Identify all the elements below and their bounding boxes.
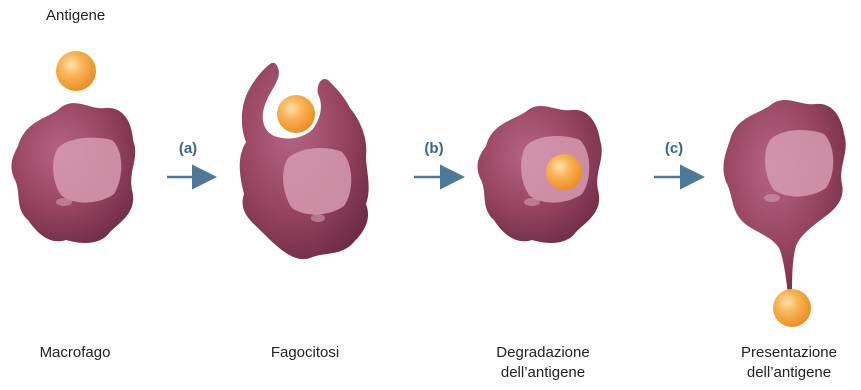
antigen-presented [773,289,811,327]
stage-1-label: Macrofago [20,343,130,363]
phagocytosing-macrophage [240,63,369,259]
stage-3-label-line2: dell’antigene [478,363,608,383]
presenting-macrophage [723,100,845,327]
antigen-degraded [546,154,582,190]
step-c-label: (c) [654,140,694,157]
nucleus [53,138,121,203]
antigen-label: Antigene [46,6,105,26]
stage-4-label: Presentazione dell’antigene [724,343,854,383]
stage-2-label: Fagocitosi [250,343,360,363]
degrading-macrophage [478,106,602,243]
stage-3-label-line1: Degradazione [478,343,608,363]
step-b-label: (b) [414,140,454,157]
stage-3-label: Degradazione dell’antigene [478,343,608,383]
macrophage-cell [11,103,135,243]
stage-4-label-line2: dell’antigene [724,363,854,383]
antigen-free [56,51,96,91]
stage-4-label-line1: Presentazione [724,343,854,363]
antigen-engulfed [277,95,315,133]
step-a-label: (a) [168,140,208,157]
